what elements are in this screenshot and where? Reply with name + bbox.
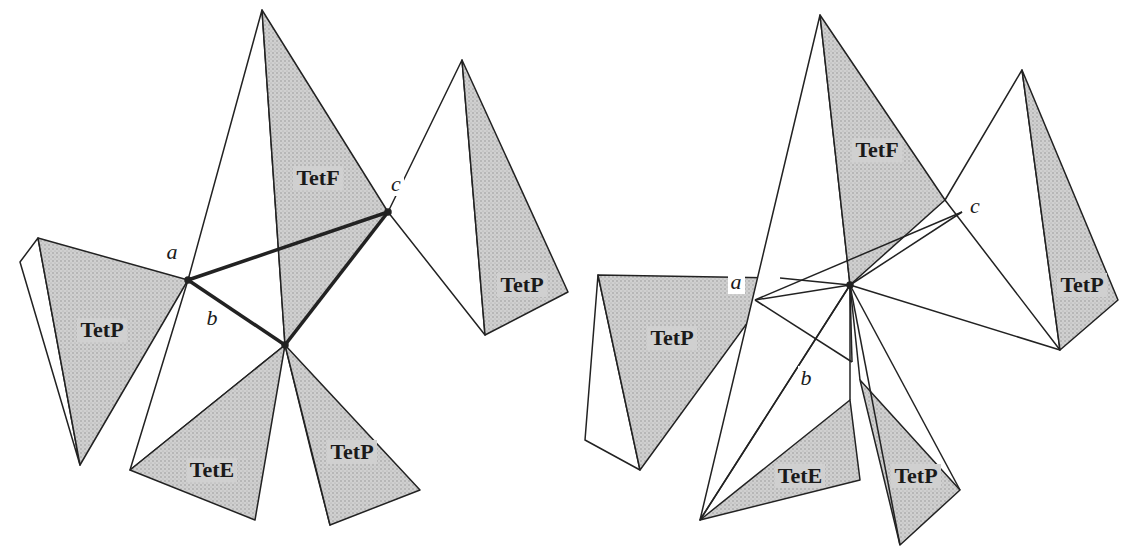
vertex-label: a	[164, 240, 181, 264]
tetrahedron-label: TetP	[1057, 273, 1106, 297]
tetrahedron-label: TetP	[891, 464, 940, 488]
tetrahedron-label: TetP	[327, 440, 376, 464]
tetrahedron-label: TetP	[77, 318, 126, 342]
vertex-label: b	[798, 366, 815, 390]
tetrahedron-label: TetP	[647, 326, 696, 350]
tetrahedron-label: TetE	[775, 464, 825, 488]
tetrahedron-label: TetF	[293, 166, 342, 190]
vertex-label: a	[728, 270, 745, 294]
tetrahedron-label: TetP	[497, 273, 546, 297]
vertex-label: c	[388, 172, 404, 196]
vertex-label: b	[204, 306, 221, 330]
tetrahedron-label: TetE	[187, 458, 237, 482]
tetrahedron-label: TetF	[852, 138, 901, 162]
vertex-label: c	[967, 194, 983, 218]
